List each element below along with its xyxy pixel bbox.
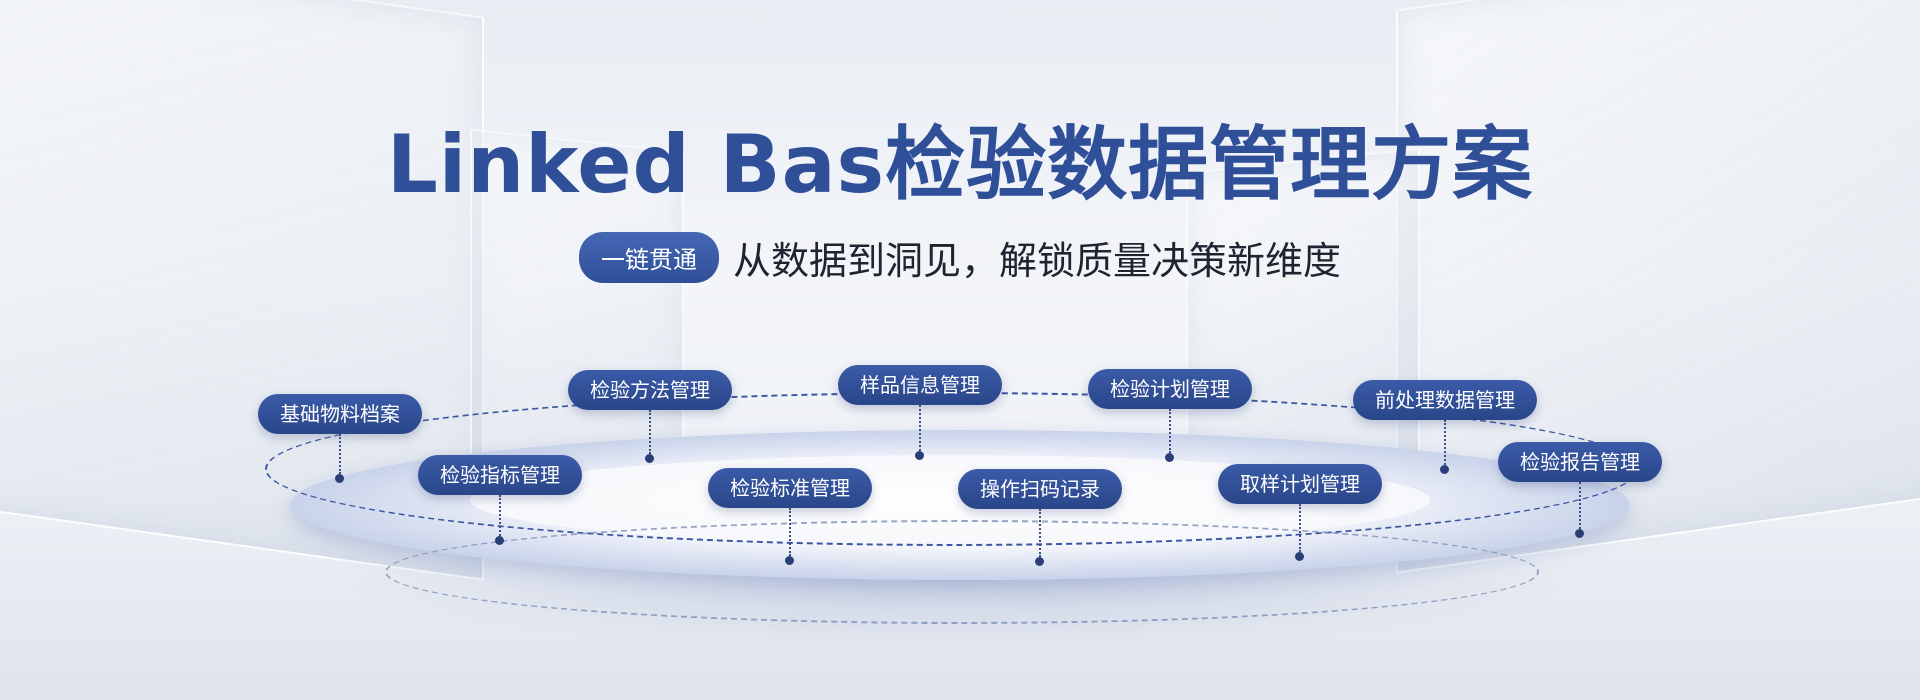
module-label[interactable]: 样品信息管理	[838, 365, 1002, 405]
page-title: Linked Bas检验数据管理方案	[386, 118, 1534, 211]
subtitle-row: 一链贯通 从数据到洞见，解锁质量决策新维度	[0, 230, 1920, 285]
node-dot	[335, 474, 344, 483]
slogan-badge: 一链贯通	[578, 232, 719, 283]
node-dot	[785, 556, 794, 565]
node-dot	[1440, 465, 1449, 474]
module-label[interactable]: 前处理数据管理	[1353, 380, 1537, 420]
node-dot	[1575, 529, 1584, 538]
module-label[interactable]: 操作扫码记录	[958, 469, 1122, 509]
module-label[interactable]: 检验指标管理	[418, 455, 582, 495]
node-dot	[645, 454, 654, 463]
orbit-dashed-lower	[385, 520, 1539, 624]
module-label[interactable]: 基础物料档案	[258, 394, 422, 434]
subtitle: 从数据到洞见，解锁质量决策新维度	[732, 239, 1341, 283]
module-label[interactable]: 检验报告管理	[1498, 442, 1662, 482]
module-label[interactable]: 取样计划管理	[1218, 464, 1382, 504]
node-dot	[1165, 453, 1174, 462]
module-label[interactable]: 检验标准管理	[708, 468, 872, 508]
module-label[interactable]: 检验计划管理	[1088, 369, 1252, 409]
node-dot	[1035, 557, 1044, 566]
node-dot	[495, 536, 504, 545]
node-dot	[1295, 552, 1304, 561]
module-label[interactable]: 检验方法管理	[568, 370, 732, 410]
node-dot	[915, 451, 924, 460]
